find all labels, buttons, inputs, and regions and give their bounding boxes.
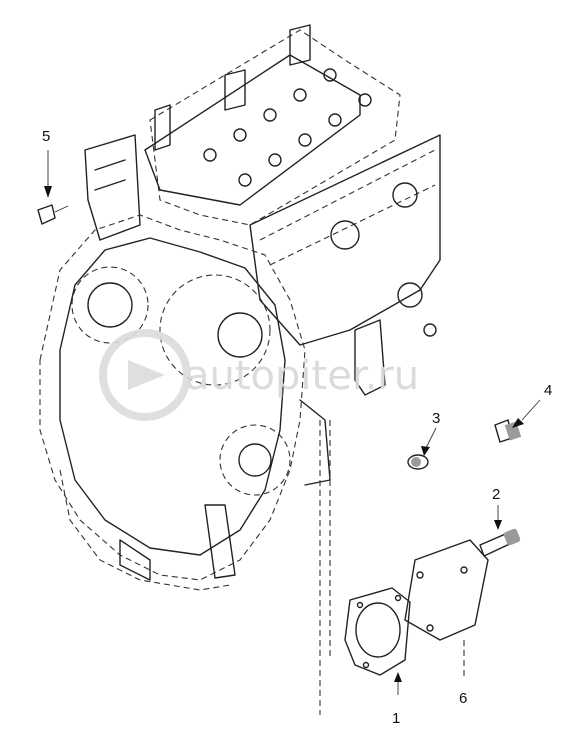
cover-plate-6 [404,539,489,680]
watermark-text: autopiter.ru [185,353,419,399]
bolt-4 [494,399,541,443]
callout-6: 6 [459,690,467,707]
head-bolt-row [203,68,372,187]
autopiter-logo-icon [99,329,191,421]
plug-3 [407,427,437,470]
alignment-lines [319,420,331,715]
callout-2: 2 [492,486,500,503]
callout-5: 5 [42,128,50,145]
callout-labels: 5 4 3 2 6 1 [42,128,552,727]
callout-3: 3 [432,410,440,427]
engine-block [39,24,441,591]
watermark: autopiter.ru [99,329,419,421]
bolt-5 [37,150,69,225]
gasket-1 [344,587,411,695]
callout-1: 1 [392,710,400,727]
callout-4: 4 [544,382,552,399]
bolt-2 [479,505,521,557]
